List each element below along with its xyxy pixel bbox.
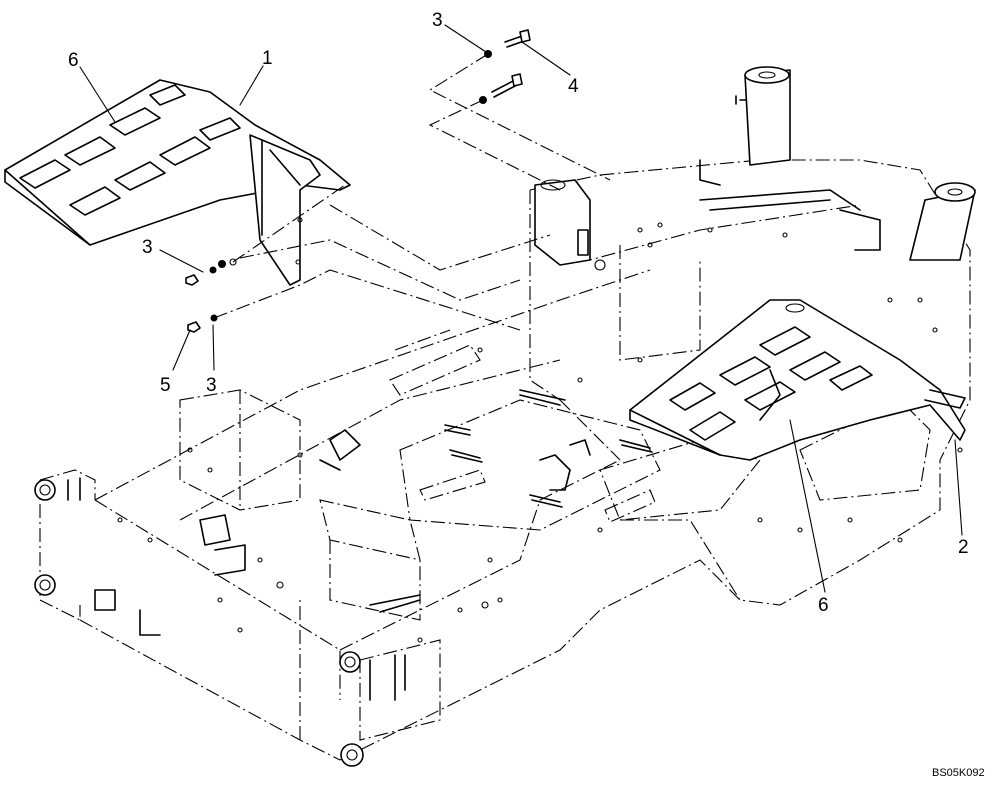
callout-1: 1 bbox=[262, 48, 273, 69]
chassis-frame bbox=[39, 159, 971, 761]
callout-4: 4 bbox=[568, 76, 579, 97]
callout-6-right: 6 bbox=[818, 595, 829, 616]
callout-6-left: 6 bbox=[68, 50, 79, 71]
part-1-floor-mat bbox=[4, 79, 351, 286]
part-2-floor-mat bbox=[629, 299, 966, 461]
frame-details bbox=[34, 66, 976, 767]
callout-3-lower: 3 bbox=[206, 375, 217, 396]
callout-2: 2 bbox=[958, 537, 969, 558]
callout-3-left: 3 bbox=[142, 237, 153, 258]
callout-3-top: 3 bbox=[432, 10, 443, 31]
callout-labels: 1 2 3 3 3 4 5 6 6 BS05K092 bbox=[68, 10, 985, 779]
assembly-lines bbox=[213, 53, 611, 331]
callout-leaders bbox=[79, 24, 963, 593]
drawing-code: BS05K092 bbox=[932, 767, 985, 779]
callout-5: 5 bbox=[160, 375, 171, 396]
